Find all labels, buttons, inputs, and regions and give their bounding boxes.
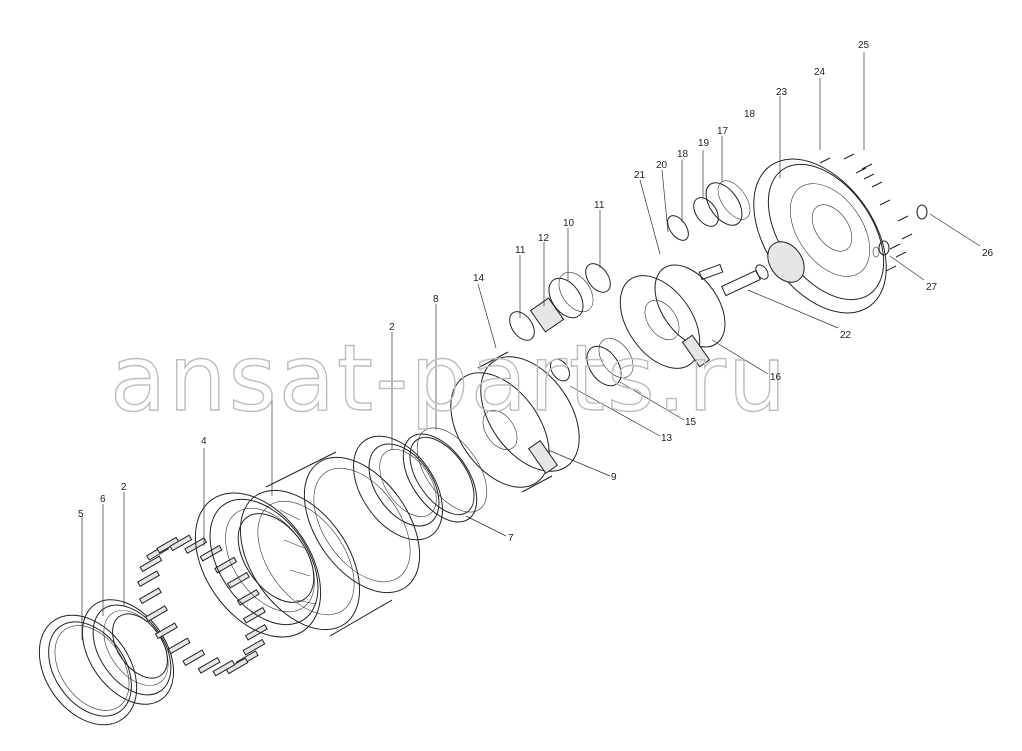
part-24-27-cover-bolts — [819, 153, 913, 272]
callout-24: 24 — [814, 67, 826, 78]
watermark-text: ansat-parts.ru — [110, 325, 788, 432]
callout-8: 8 — [433, 294, 439, 305]
part-6-bearing — [81, 599, 175, 705]
cover-bolt — [889, 243, 901, 250]
stud-bolt — [197, 657, 221, 674]
callout-6: 6 — [100, 494, 106, 505]
callout-27: 27 — [926, 282, 938, 293]
cover-bolt — [901, 233, 913, 240]
callout-16: 16 — [770, 372, 782, 383]
stud-bolt — [156, 536, 180, 554]
stud-bolt — [212, 659, 236, 677]
callout-2-lower: 2 — [121, 482, 127, 493]
callout-4: 4 — [201, 436, 207, 447]
callout-12: 12 — [538, 233, 550, 244]
callout-21: 21 — [634, 170, 646, 181]
cover-bolt — [879, 199, 891, 206]
part-10-12-planet-gear — [509, 263, 611, 341]
stud-bolt — [154, 622, 178, 640]
callout-7: 7 — [508, 533, 514, 544]
part-13-15-planet-gear-lower — [549, 337, 634, 387]
stud-bolt — [136, 570, 160, 588]
stud-bolt — [225, 657, 249, 675]
callout-26: 26 — [982, 248, 994, 259]
callout-19: 19 — [698, 138, 710, 149]
callout-18-upper: 18 — [744, 109, 756, 120]
callout-5: 5 — [78, 509, 84, 520]
callout-17: 17 — [717, 126, 729, 137]
ring-gear-housing — [239, 451, 421, 637]
callout-18-lower: 18 — [677, 149, 689, 160]
cover-bolt — [843, 153, 855, 160]
callout-20: 20 — [656, 160, 668, 171]
callout-14: 14 — [473, 273, 485, 284]
stud-bolt — [138, 587, 162, 605]
part-7-8-snap-rings — [402, 427, 488, 523]
hub-flange — [194, 492, 322, 638]
part-5-seal-ring — [38, 614, 138, 726]
cover-bolt — [897, 215, 909, 222]
stud-bolt — [236, 589, 260, 606]
part-2-bearing-upper — [353, 435, 443, 541]
callout-15: 15 — [685, 417, 697, 428]
callout-11-upper: 11 — [594, 200, 605, 211]
callout-2-upper: 2 — [389, 322, 395, 333]
cover-bolt — [885, 265, 897, 272]
stud-bolt — [145, 605, 168, 622]
leader-lines — [81, 52, 981, 640]
part-9-planet-carrier — [450, 351, 580, 493]
callout-23: 23 — [776, 87, 788, 98]
callout-labels: 5 6 2 4 2 8 7 14 9 10 11 12 11 13 15 16 … — [78, 40, 994, 544]
callout-10: 10 — [563, 218, 575, 229]
cover-bolt — [861, 163, 873, 170]
stud-bolt — [182, 649, 206, 667]
part-16-carrier — [619, 264, 726, 369]
cover-bolt — [895, 251, 907, 258]
cover-bolt — [871, 181, 883, 188]
callout-22: 22 — [840, 330, 852, 341]
cover-bolt — [819, 157, 831, 164]
callout-25: 25 — [858, 40, 870, 51]
cover-bolt — [855, 167, 867, 174]
part-4-stud-bolts — [136, 534, 268, 677]
stud-bolt — [214, 556, 238, 574]
callout-9: 9 — [611, 472, 617, 483]
part-23-cover — [753, 158, 887, 314]
stud-bolt — [167, 637, 191, 655]
stud-bolt — [169, 534, 193, 552]
stud-bolt — [242, 638, 266, 656]
cover-bolt — [863, 173, 875, 180]
stud-bolt — [139, 555, 163, 573]
callout-13: 13 — [661, 433, 673, 444]
callout-11-lower: 11 — [515, 245, 526, 256]
stud-bolt — [226, 571, 250, 589]
part-17-19-sun-gear — [667, 180, 751, 241]
stud-bolt — [242, 606, 266, 624]
part-20-21-shaft — [698, 263, 769, 297]
part-26-plug — [872, 204, 928, 258]
